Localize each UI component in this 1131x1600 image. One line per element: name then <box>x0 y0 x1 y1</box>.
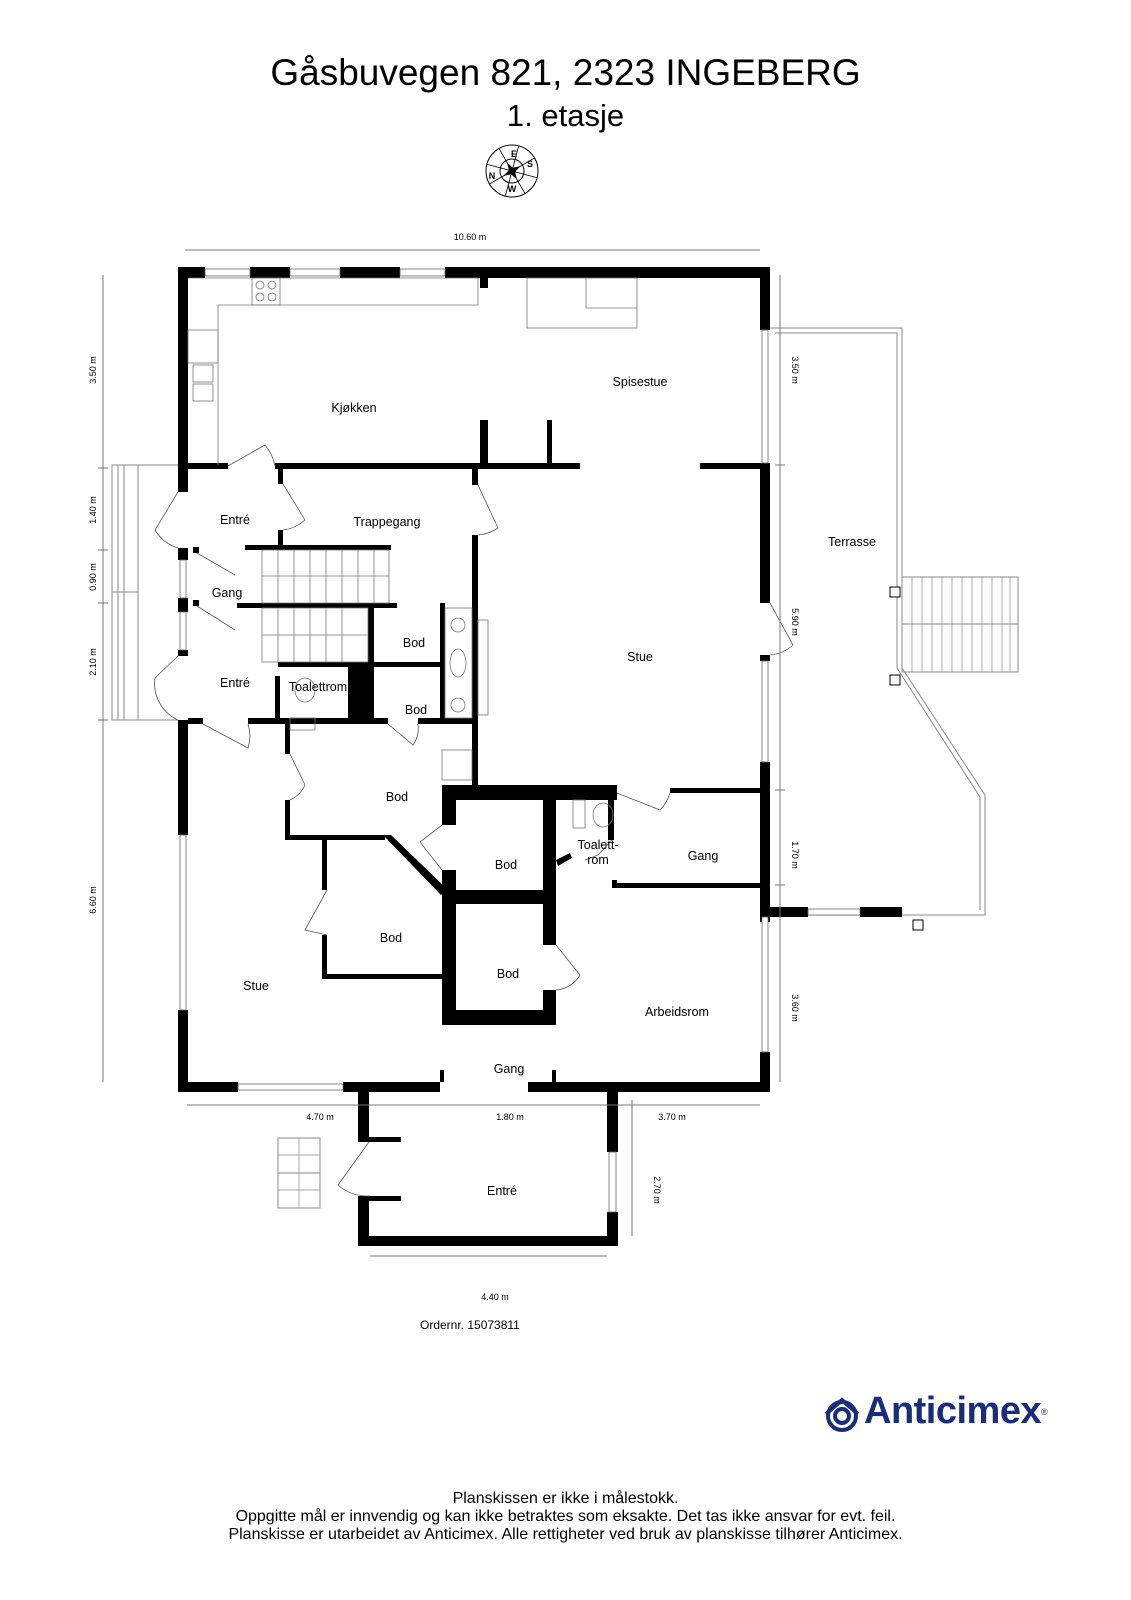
room-bod-5: Bod <box>380 931 402 945</box>
compass-e: E <box>511 149 517 159</box>
dim-entre-height: 2.70 m <box>652 1176 662 1204</box>
dim-right-1: 3.50 m <box>790 356 800 384</box>
logo-text: Anticimex <box>864 1390 1042 1432</box>
fixtures <box>187 277 638 829</box>
walls <box>178 267 902 1246</box>
dim-right-2: 5.90 m <box>790 608 800 636</box>
terrace-stairs <box>278 577 1011 1208</box>
exterior-outlines <box>111 327 1019 1209</box>
dim-entre-width: 4.40 m <box>481 1292 509 1302</box>
dim-left-3: 0.90 m <box>88 563 98 591</box>
room-stue-lower: Stue <box>243 979 269 993</box>
windows <box>179 268 861 1213</box>
compass-s: S <box>527 159 533 169</box>
floor-title: 1. etasje <box>506 98 625 133</box>
dimension-lines <box>98 249 785 1257</box>
dim-left-5: 6.60 m <box>88 886 98 914</box>
room-bod-1: Bod <box>403 636 425 650</box>
dim-bottom-2: 1.80 m <box>496 1112 524 1122</box>
compass-icon: E S W N <box>485 144 539 198</box>
disclaimer: Planskissen er ikke i målestokk. Oppgitt… <box>0 1490 1131 1544</box>
dim-right-4: 3.60 m <box>790 994 800 1022</box>
anticimex-logo-icon <box>824 1396 860 1432</box>
room-gang-bottom: Gang <box>494 1062 525 1076</box>
address-title: Gåsbuvegen 821, 2323 INGEBERG <box>270 52 861 93</box>
dim-left-1: 3.50 m <box>88 356 98 384</box>
dim-right-3: 1.70 m <box>790 841 800 869</box>
disclaimer-line-2: Oppgitte mål er innvendig og kan ikke be… <box>235 1508 896 1525</box>
room-entre-top: Entré <box>220 513 250 527</box>
room-toalett-line2: rom <box>587 853 609 867</box>
room-toalett-line1: Toalett- <box>578 838 619 852</box>
doors <box>154 444 794 1197</box>
dim-bottom-3: 3.70 m <box>658 1112 686 1122</box>
dim-top: 10.60 m <box>454 232 487 242</box>
room-entre-bottom: Entré <box>487 1184 517 1198</box>
room-trappegang: Trappegang <box>354 515 421 529</box>
room-spisestue: Spisestue <box>613 375 668 389</box>
compass-n: N <box>489 171 496 181</box>
dim-left-2: 1.40 m <box>88 496 98 524</box>
dim-bottom-1: 4.70 m <box>306 1112 334 1122</box>
anticimex-logo: Anticimex® <box>818 1390 1048 1433</box>
room-kjokken: Kjøkken <box>331 401 376 415</box>
disclaimer-line-1: Planskissen er ikke i målestokk. <box>452 1490 679 1507</box>
room-bod-2: Bod <box>405 703 427 717</box>
room-stue-upper: Stue <box>627 650 653 664</box>
room-toalettrom: Toalettrom <box>289 680 347 694</box>
order-number: Ordernr. 15073811 <box>420 1318 520 1332</box>
dim-left-4: 2.10 m <box>88 648 98 676</box>
room-terrasse: Terrasse <box>828 535 876 549</box>
room-bod-6: Bod <box>497 967 519 981</box>
room-gang-right: Gang <box>688 849 719 863</box>
room-gang-left: Gang <box>212 586 243 600</box>
disclaimer-line-3: Planskisse er utarbeidet av Anticimex. A… <box>228 1526 903 1543</box>
compass-w: W <box>508 184 517 194</box>
room-entre-mid: Entré <box>220 676 250 690</box>
room-bod-3: Bod <box>386 790 408 804</box>
room-arbeidsrom: Arbeidsrom <box>645 1005 709 1019</box>
room-bod-4: Bod <box>495 858 517 872</box>
